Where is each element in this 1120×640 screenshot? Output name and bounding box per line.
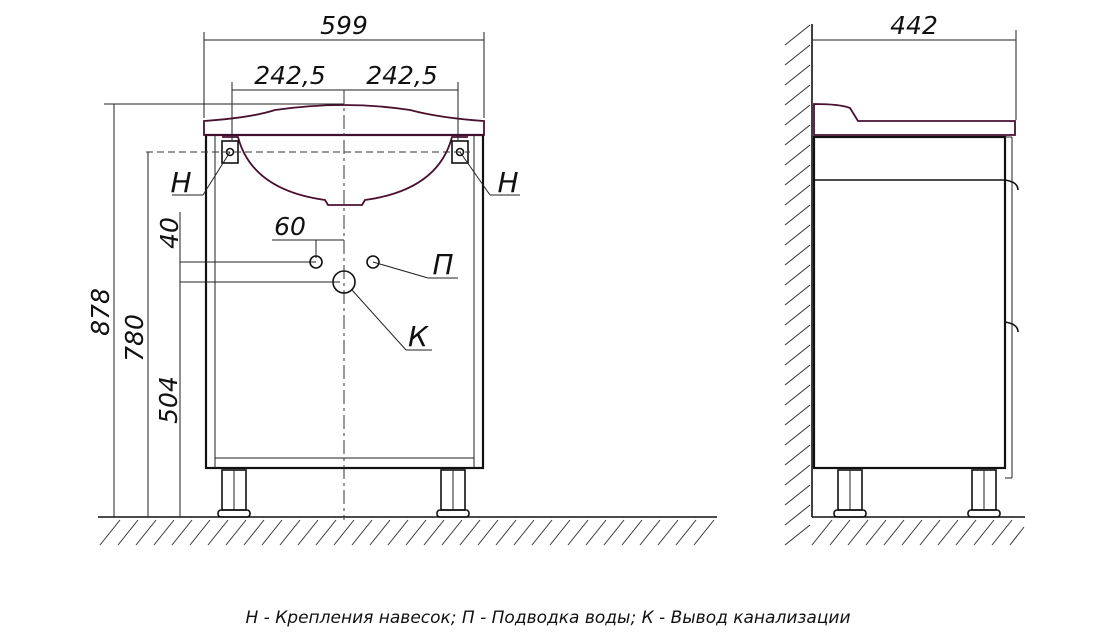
dim-60-label: 60	[274, 212, 306, 241]
leader-mount-right: Н	[459, 151, 520, 199]
side-cabinet	[812, 135, 1019, 479]
front-floor-hatching	[99, 519, 715, 546]
front-leg-right	[436, 469, 470, 518]
dim-242-left-label: 242,5	[254, 61, 326, 90]
side-view: 442	[784, 11, 1025, 546]
dim-442-label: 442	[890, 11, 938, 40]
dim-242-right-label: 242,5	[366, 61, 438, 90]
legend-text: Н - Крепления навесок; П - Подводка воды…	[245, 608, 850, 628]
label-mount-left: Н	[170, 166, 191, 199]
dim-drain-height: 504	[154, 282, 183, 517]
leader-drain: К	[351, 289, 432, 353]
dim-40-label: 40	[155, 217, 184, 249]
label-drain: К	[408, 320, 429, 353]
dim-780-label: 780	[120, 314, 149, 362]
dim-mount-height: 780	[120, 152, 149, 517]
dim-878-label: 878	[86, 288, 115, 336]
dim-depth-side: 442	[812, 11, 1017, 120]
front-basin	[203, 104, 485, 206]
water-pipe-right	[366, 255, 380, 269]
side-wall-hatching	[784, 24, 811, 546]
side-leg-right	[967, 469, 1001, 518]
side-leg-left	[833, 469, 867, 518]
side-floor-hatching	[811, 519, 1025, 546]
dim-504-label: 504	[154, 376, 183, 424]
dim-599-label: 599	[320, 11, 368, 40]
label-mount-right: Н	[497, 166, 518, 199]
dim-half-widths: 242,5 242,5	[231, 61, 459, 140]
label-water: П	[432, 248, 453, 281]
front-leg-left	[217, 469, 251, 518]
front-view: 599 242,5 242,5 60 40 878	[86, 11, 717, 546]
leader-water: П	[372, 248, 458, 281]
dim-total-height: 878	[86, 103, 344, 517]
dim-pipe-offset: 60	[272, 212, 344, 258]
leader-mount-left: Н	[170, 151, 231, 199]
side-countertop	[813, 103, 1016, 136]
dim-pipe-height-offset: 40	[155, 212, 340, 283]
